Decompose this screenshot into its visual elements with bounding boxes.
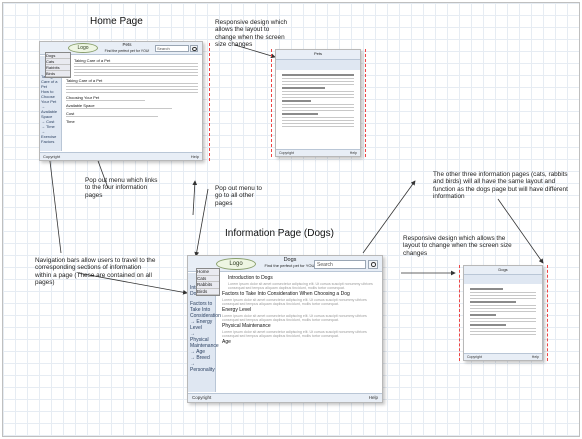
info-paragraph: Lorem ipsum dolor sit amet consectetur a… [228,281,373,290]
note-other-pages: The other three information pages (cats,… [433,171,568,200]
info-sidebar-item[interactable]: → Physical Maintenance [190,331,219,349]
info-heading: Introduction to Dogs [228,275,273,281]
note-popout-center: Pop out menu to go to all other pages [215,185,262,207]
info-sidebar-item[interactable]: → Age [190,349,206,355]
small-dogs-footer: Copyright Help [464,353,542,360]
info-sidebar-item[interactable]: → Energy Level [190,319,213,331]
home-page-mockup: Logo Pets Find the perfect pet for YOU! … [39,41,203,161]
home-header-title: Pets [122,42,132,47]
home-sidebar-item[interactable]: Factors [41,139,55,144]
info-header-title: Dogs [283,257,297,263]
home-footer-copyright[interactable]: Copyright [43,154,61,159]
info-footer-copyright[interactable]: Copyright [192,395,212,400]
home-sidebar-item[interactable]: How to Choose Your Pet [41,89,57,104]
arrow-nav-to-info [77,272,188,295]
popout-item-dogs[interactable]: Dogs [46,53,70,59]
small-home-nav [276,60,360,70]
small-home-copyright: Copyright [279,151,294,155]
small-dogs-header: Dogs [464,266,542,275]
small-home-title: Pets [313,51,322,56]
info-paragraph: Lorem ipsum dolor sit amet consectetur a… [222,297,367,306]
red-measure-line [547,265,548,361]
small-dogs-help: Help [531,355,539,359]
home-heading: Taking Care of a Pet [74,58,111,63]
info-sidebar-item[interactable]: Factors to Take Into Consideration [190,301,221,319]
home-sidebar-item[interactable]: → Exercise [41,129,57,139]
home-heading: Taking Care of a Pet [66,78,103,83]
small-dogs-content [470,288,536,337]
home-page-title: Home Page [90,16,143,27]
home-main-content: Taking Care of a Pet Taking Care of a Pe… [66,58,198,124]
info-logo: Logo [216,258,256,270]
home-heading: Cost [66,111,75,116]
arrow-popout-center-up [192,180,198,216]
popout-item-birds[interactable]: Birds [197,289,219,295]
arrow-title-to-small-home [362,180,416,254]
info-header: Logo Dogs Find the perfect pet for YOU! … [188,256,382,272]
home-search-icon[interactable] [190,45,198,52]
note-navbars: Navigation bars allow users to travel to… [35,257,156,286]
popout-item-cats[interactable]: Cats [197,276,219,282]
info-header-sub: Find the perfect pet for YOU! [264,263,316,268]
info-footer: Copyright Help [188,393,382,402]
info-paragraph: Lorem ipsum dolor sit amet consectetur a… [222,329,367,338]
small-dogs-mockup: Dogs Copyright Help [463,265,543,361]
small-dogs-copyright: Copyright [467,355,482,359]
home-popout-menu: Dogs Cats Rabbits Birds [45,52,71,78]
info-heading: Physical Maintenance [222,323,271,329]
home-search-input[interactable]: Search [155,45,189,52]
note-popout-left: Pop out menu which links to the four inf… [85,177,158,199]
home-heading: Choosing Your Pet [66,95,100,100]
small-home-content [282,74,354,129]
small-home-footer: Copyright Help [276,149,360,156]
small-dogs-nav [464,275,542,284]
home-sidebar-item[interactable]: → Available Space [41,104,58,119]
arrow-popout-center [194,188,209,257]
red-measure-line [271,49,272,157]
popout-item-rabbits[interactable]: Rabbits [197,282,219,289]
small-home-help: Help [349,151,357,155]
home-header: Logo Pets Find the perfect pet for YOU! … [40,42,202,55]
home-logo: Logo [68,43,98,53]
home-heading: Available Space [66,103,95,108]
popout-item-cats[interactable]: Cats [46,59,70,65]
info-main-content: Introduction to Dogs Lorem ipsum dolor s… [222,275,376,346]
home-sidebar-item[interactable]: → Time [41,124,55,129]
info-sidebar-item[interactable]: → Breed [190,355,210,361]
info-footer-help[interactable]: Help [368,395,378,400]
info-search-input[interactable]: Search [314,260,366,269]
home-sidebar-item[interactable]: → Cost [41,119,55,124]
info-paragraph: Lorem ipsum dolor sit amet consectetur a… [222,313,367,322]
home-header-sub: Find the perfect pet for YOU! [104,49,150,53]
red-measure-line [365,49,366,157]
red-measure-line [209,43,210,161]
info-sidebar-item[interactable]: → Personality [190,361,215,373]
info-page-title: Information Page (Dogs) [225,228,334,239]
info-page-mockup: Logo Dogs Find the perfect pet for YOU! … [187,255,383,403]
info-heading: Energy Level [222,307,252,313]
info-heading: Age [222,339,231,345]
info-heading: Factors to Take Into Consideration When … [222,291,350,297]
info-search-icon[interactable] [368,260,378,269]
home-footer: Copyright Help [40,152,202,160]
small-home-header: Pets [276,50,360,60]
popout-item-birds[interactable]: Birds [46,71,70,77]
arrow-responsive-top-to-small [234,44,276,59]
note-responsive-top: Responsive design which allows the layou… [215,19,288,48]
home-heading: Time [66,119,75,124]
popout-item-home[interactable]: Home [197,269,219,276]
home-footer-help[interactable]: Help [190,154,199,159]
red-measure-line [459,265,460,361]
small-dogs-title: Dogs [498,267,508,272]
popout-item-rabbits[interactable]: Rabbits [46,65,70,71]
note-responsive-bottom: Responsive design which allows the layou… [403,235,512,257]
arrow-other-pages [497,198,544,264]
info-popout-menu: Home Cats Rabbits Birds [196,268,220,296]
small-home-mockup: Pets Copyright Help [275,49,361,157]
